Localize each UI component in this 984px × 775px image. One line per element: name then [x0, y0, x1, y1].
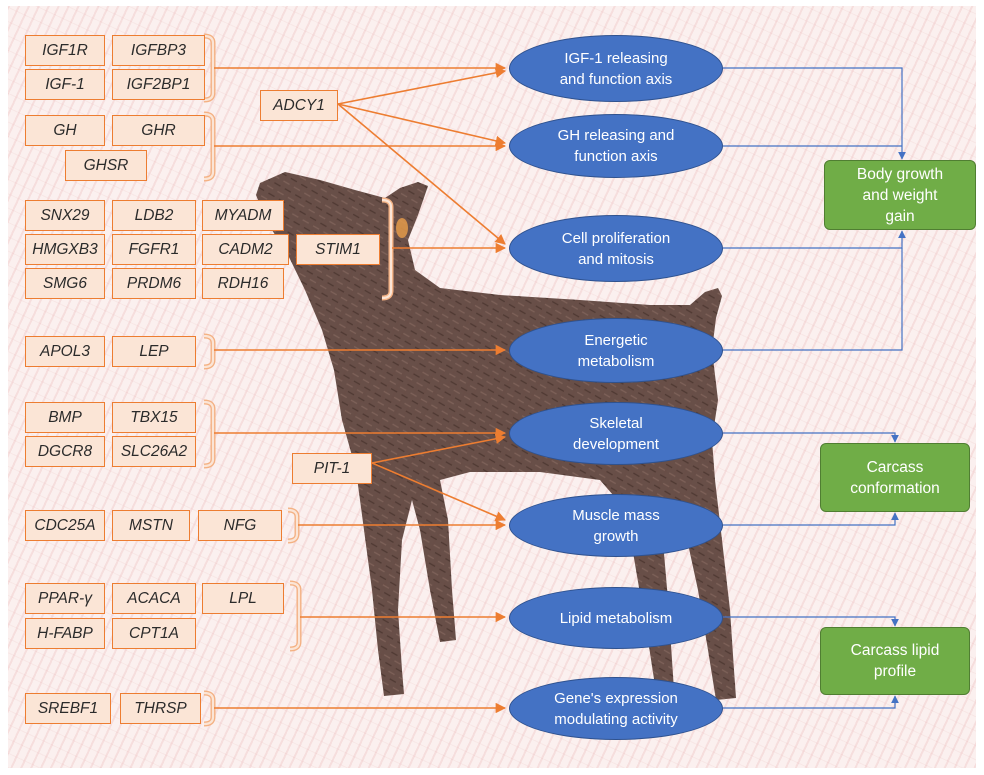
gene-box-thrsp: THRSP: [120, 693, 201, 724]
gene-box-acaca: ACACA: [112, 583, 196, 614]
outcome-carcass-conformation: Carcass conformation: [820, 443, 970, 512]
arrow-adcy1-to-igf1-axis: [337, 67, 507, 105]
pathway-label-line: Muscle mass: [572, 506, 660, 524]
pathway-to-outcome-connectors: [723, 67, 906, 709]
outcome-body-growth: Body growth and weight gain: [824, 160, 976, 230]
gene-box-srebf1: SREBF1: [25, 693, 111, 724]
pathway-label-line: and mitosis: [578, 250, 654, 268]
gene-box-igf-1: IGF-1: [25, 69, 105, 100]
gene-box-cadm2: CADM2: [202, 234, 289, 265]
outcome-label-line: Carcass: [866, 458, 924, 476]
pathway-label-line: GH releasing and: [557, 127, 675, 144]
gene-box-dgcr8: DGCR8: [25, 436, 105, 467]
connector-muscle-to-carcass-conformation: [723, 512, 899, 526]
outcome-label-line: Carcass lipid: [850, 642, 940, 659]
gene-box-ghr: GHR: [112, 115, 205, 146]
gene-box-ghsr: GHSR: [65, 150, 147, 181]
pathway-label-line: modulating activity: [554, 710, 678, 728]
gene-box-tbx15: TBX15: [112, 402, 196, 433]
bracket-group-7: [289, 580, 302, 652]
gene-box-igfbp3: IGFBP3: [112, 35, 205, 66]
gene-box-ppar-gamma: PPAR-γ: [25, 583, 105, 614]
pathway-muscle-mass-growth: Muscle mass growth: [509, 494, 723, 557]
outcome-label-line: gain: [885, 207, 915, 225]
gene-box-adcy1: ADCY1: [260, 90, 338, 121]
gene-box-hmgxb3: HMGXB3: [25, 234, 105, 265]
gene-box-nfg: NFG: [198, 510, 282, 541]
pathway-label-line: growth: [593, 527, 639, 545]
pathway-igf1-axis: IGF-1 releasing and function axis: [509, 35, 723, 102]
pathway-label-line: Cell proliferation: [561, 229, 671, 247]
connector-expression-to-carcass-lipid-profile: [723, 695, 899, 709]
gene-box-bmp: BMP: [25, 402, 105, 433]
gene-box-h-fabp: H-FABP: [25, 618, 105, 649]
goat-ear-inner: [396, 218, 408, 238]
bracket-group-1: [203, 33, 216, 103]
pathway-label-line: Energetic: [584, 331, 648, 349]
gene-box-gh: GH: [25, 115, 105, 146]
gene-box-slc26a2: SLC26A2: [112, 436, 196, 467]
pathway-label-line: and function axis: [559, 70, 673, 88]
gene-box-stim1: STIM1: [296, 234, 380, 265]
outcome-label-line: Body growth: [856, 165, 944, 183]
outcome-label-line: profile: [873, 663, 917, 680]
arrow-pit1-to-skeletal-development: [371, 433, 507, 464]
gene-box-snx29: SNX29: [25, 200, 105, 231]
pathway-label-line: Gene's expression: [554, 689, 678, 707]
connector-lipid-to-carcass-lipid-profile: [723, 616, 899, 627]
pathway-gene-expression-modulation: Gene's expression modulating activity: [509, 677, 723, 740]
pathway-label-line: function axis: [574, 148, 658, 165]
gene-box-cdc25a: CDC25A: [25, 510, 105, 541]
connector-skeletal-to-carcass-conformation: [723, 432, 899, 443]
pathway-label-line: Lipid metabolism: [559, 609, 673, 627]
bracket-group-5: [203, 399, 216, 469]
gene-box-igf1r: IGF1R: [25, 35, 105, 66]
gene-box-igf2bp1: IGF2BP1: [112, 69, 205, 100]
gene-box-ldb2: LDB2: [112, 200, 196, 231]
gene-box-lpl: LPL: [202, 583, 284, 614]
gene-box-rdh16: RDH16: [202, 268, 284, 299]
gene-box-smg6: SMG6: [25, 268, 105, 299]
arrow-pit1-to-muscle-growth: [371, 462, 506, 522]
gene-box-pit-1: PIT-1: [292, 453, 372, 484]
gene-box-apol3: APOL3: [25, 336, 105, 367]
gene-box-myadm: MYADM: [202, 200, 284, 231]
gene-to-pathway-arrows: [214, 62, 507, 714]
gene-box-fgfr1: FGFR1: [112, 234, 196, 265]
arrow-adcy1-to-cell-proliferation: [337, 103, 506, 245]
pathway-label-line: Skeletal: [589, 414, 643, 432]
gene-box-cpt1a: CPT1A: [112, 618, 196, 649]
pathway-label-line: IGF-1 releasing: [564, 49, 668, 67]
gene-box-prdm6: PRDM6: [112, 268, 196, 299]
outcome-label-line: and weight: [862, 186, 938, 204]
arrow-adcy1-to-gh-axis: [337, 103, 507, 146]
pathway-gh-axis: GH releasing and function axis: [509, 114, 723, 178]
gene-box-lep: LEP: [112, 336, 196, 367]
bracket-group-2: [203, 111, 216, 182]
pathway-label-line: metabolism: [577, 352, 655, 370]
bracket-group-3: [381, 197, 394, 301]
gene-group-brackets: [203, 33, 394, 727]
connector-proliferation-to-body-growth: [723, 230, 906, 249]
connector-energetic-to-body-growth: [723, 248, 903, 351]
pathway-energetic-metabolism: Energetic metabolism: [509, 318, 723, 383]
pathway-skeletal-development: Skeletal development: [509, 402, 723, 465]
gene-box-mstn: MSTN: [112, 510, 190, 541]
pathway-label-line: development: [573, 435, 659, 453]
pathway-cell-proliferation: Cell proliferation and mitosis: [509, 215, 723, 282]
pathway-lipid-metabolism: Lipid metabolism: [509, 587, 723, 649]
connector-igf1-axis-to-body-growth: [723, 67, 906, 160]
outcome-carcass-lipid-profile: Carcass lipid profile: [820, 627, 970, 695]
outcome-label-line: conformation: [850, 479, 940, 497]
